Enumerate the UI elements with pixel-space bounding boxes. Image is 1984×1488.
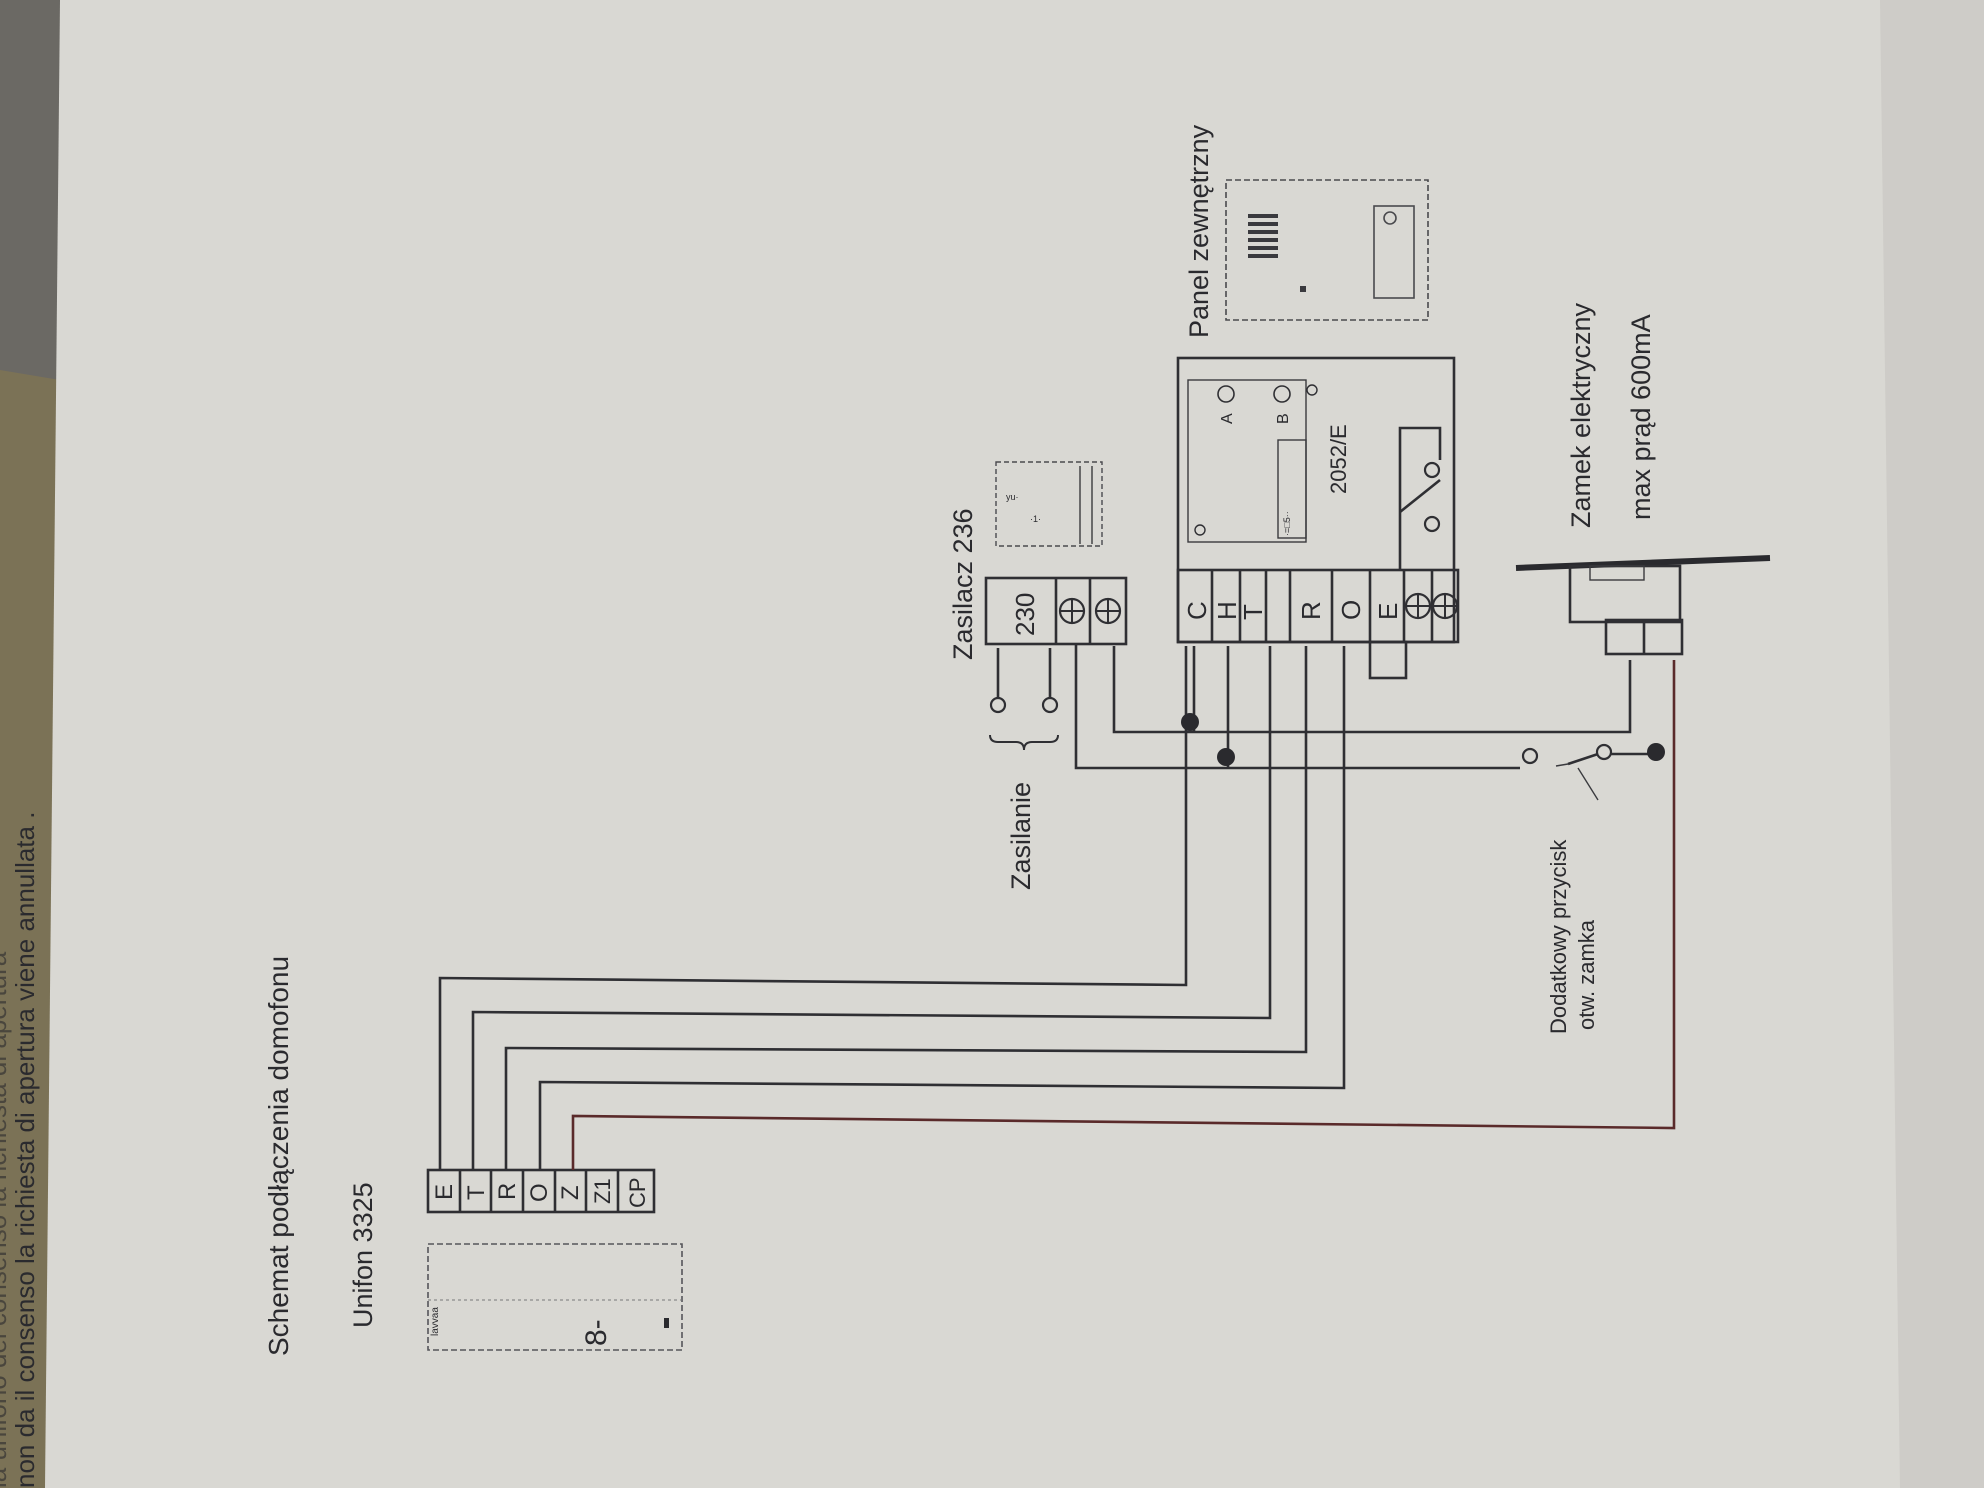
button-label-2: otw. zamka bbox=[1574, 919, 1599, 1030]
outdoor-panel: Panel zewnętrzny bbox=[1184, 124, 1429, 338]
svg-text:yu·: yu· bbox=[1006, 492, 1019, 502]
panel-pot-a: A bbox=[1219, 413, 1236, 424]
wire-t bbox=[471, 646, 1272, 1170]
paper-sheet bbox=[45, 0, 1984, 1488]
edge-text-1: non da il consenso la richiesta di apert… bbox=[10, 812, 40, 1488]
unifon-terminal-r: R bbox=[494, 1183, 521, 1200]
unifon-terminal-z: Z bbox=[557, 1185, 584, 1200]
unifon-device: lavvaa 8- bbox=[427, 1243, 683, 1351]
wire-z bbox=[571, 660, 1676, 1170]
panel-model: 2052/E bbox=[1326, 424, 1351, 494]
lock-label-2: max prąd 600mA bbox=[1626, 314, 1656, 520]
button-pointer bbox=[1577, 767, 1599, 801]
unifon-label: Unifon 3325 bbox=[348, 1182, 378, 1328]
unifon-terminal-cp: CP bbox=[625, 1177, 650, 1208]
svg-text:8-: 8- bbox=[580, 1319, 613, 1346]
unifon-terminal-o: O bbox=[526, 1183, 553, 1202]
power-supply: Zasilacz 236 230 yu· ·1· bbox=[948, 461, 1128, 660]
wiring bbox=[438, 643, 1676, 1170]
button-label-1: Dodatkowy przycisk bbox=[1546, 839, 1571, 1034]
zasilacz-voltage: 230 bbox=[1010, 593, 1040, 636]
panel-terminal-r: R bbox=[1296, 601, 1326, 620]
svg-text:lavvaa: lavvaa bbox=[430, 1307, 441, 1336]
unifon-terminal-block: E T R O Z Z1 CP bbox=[426, 1168, 656, 1214]
svg-text:·=□5··: ·=□5·· bbox=[1282, 511, 1292, 536]
wire-r bbox=[504, 646, 1308, 1170]
unifon-terminal-t: T bbox=[463, 1185, 490, 1200]
wire-o bbox=[538, 646, 1346, 1170]
lock-label-1: Zamek elektryczny bbox=[1566, 302, 1596, 528]
panel-terminal-o: O bbox=[1336, 600, 1366, 620]
electric-lock: Zamek elektryczny max prąd 600mA bbox=[1515, 302, 1771, 656]
unifon-terminal-e: E bbox=[431, 1184, 458, 1200]
zasilacz-label: Zasilacz 236 bbox=[948, 508, 978, 660]
table-surface bbox=[0, 370, 60, 1488]
panel-module: C H T R O E ·=□5·· A B 2052/E bbox=[1176, 356, 1460, 680]
panel-pot-b: B bbox=[1275, 413, 1292, 424]
diagram-title: Schemat podłączenia domofonu bbox=[263, 956, 294, 1356]
zasilanie-label: Zasilanie bbox=[1006, 782, 1036, 890]
extra-button-label: Dodatkowy przycisk otw. zamka bbox=[1546, 839, 1599, 1034]
panel-terminal-h: H bbox=[1212, 601, 1242, 620]
panel-terminal-e: E bbox=[1373, 603, 1403, 620]
wire-psu-h bbox=[1074, 643, 1520, 770]
panel-terminal-c: C bbox=[1182, 601, 1212, 620]
panel-zewnetrzny-label: Panel zewnętrzny bbox=[1184, 124, 1214, 338]
paper-shade bbox=[1880, 0, 1984, 1488]
wire-e bbox=[438, 646, 1188, 1170]
unifon-terminal-z1: Z1 bbox=[590, 1178, 615, 1204]
svg-text:·1·: ·1· bbox=[1030, 514, 1041, 524]
panel-terminal-t: T bbox=[1238, 604, 1268, 620]
mains-input: Zasilanie bbox=[989, 648, 1059, 890]
edge-text-2: la unifono del consenso la richiesta di … bbox=[0, 951, 12, 1488]
